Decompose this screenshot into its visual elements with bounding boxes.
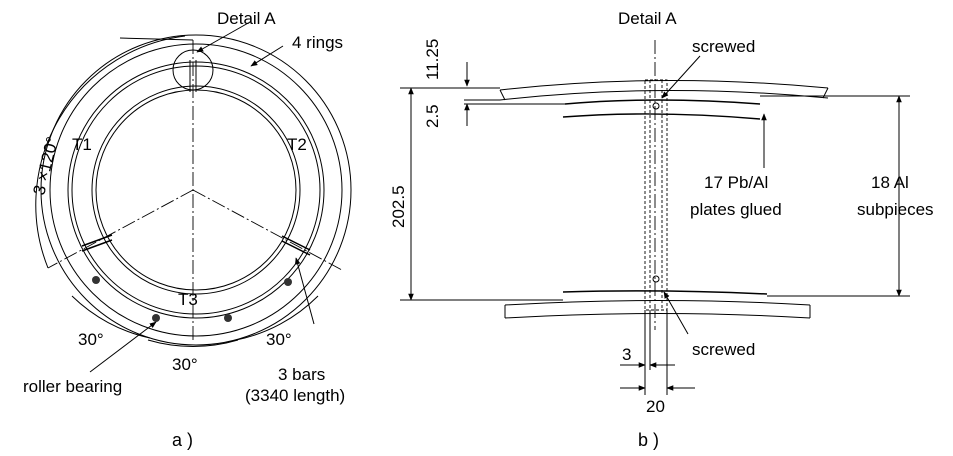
subpieces-label-1: 18 Al	[871, 173, 909, 192]
angle-arc-120	[35, 35, 186, 269]
angle-30-right: 30°	[266, 330, 292, 349]
centerline-left	[47, 189, 194, 269]
caption-b: b )	[638, 430, 659, 450]
screwed-top-label: screwed	[692, 37, 755, 56]
bottom-ring-outer	[504, 300, 811, 306]
plates-label-2: plates glued	[690, 200, 782, 219]
dim-20-label: 20	[646, 397, 665, 416]
bottom-ring-inner	[504, 313, 811, 319]
inner-tube-inner	[95, 89, 297, 291]
arc-30-right	[235, 295, 319, 341]
plate-top-2	[562, 113, 761, 120]
dim-3-label: 3	[622, 345, 631, 364]
leader-rings	[250, 45, 284, 67]
centerline-right	[192, 189, 343, 271]
panel-b-drawing	[400, 40, 910, 395]
dim-11-25-label: 11.25	[423, 39, 442, 80]
caption-a: a )	[172, 430, 193, 450]
panel-a-drawing	[35, 21, 352, 373]
arc-30-mid	[147, 339, 239, 347]
roller-bearing-1	[92, 276, 100, 284]
bar-right	[281, 235, 311, 251]
label-t1: T1	[72, 135, 92, 154]
inner-tube-outer	[91, 85, 301, 295]
ring-2	[49, 43, 343, 337]
bars-label-1: 3 bars	[278, 365, 325, 384]
leader-roller	[89, 321, 157, 373]
label-t2: T2	[287, 135, 307, 154]
angle-30-mid: 30°	[172, 355, 198, 374]
plate-top-1	[564, 99, 761, 105]
subpieces-label-2: subpieces	[857, 200, 934, 219]
detail-a-label-b: Detail A	[618, 9, 677, 28]
top-ring-outer	[499, 79, 829, 91]
bars-label-2: (3340 length)	[245, 386, 345, 405]
bar-left-2	[81, 239, 113, 252]
roller-bearing-3	[224, 314, 232, 322]
arc-30-left	[71, 295, 151, 339]
screwed-bottom-label: screwed	[692, 340, 755, 359]
leader-screwed-bottom	[663, 291, 689, 335]
screw-bottom	[652, 275, 660, 283]
top-ring-end-left	[499, 89, 506, 101]
bar-left	[81, 234, 113, 247]
label-t3: T3	[178, 290, 198, 309]
angle-arc-ext	[119, 37, 194, 41]
dim-2-5-label: 2.5	[423, 104, 442, 128]
detail-a-label-a: Detail A	[217, 9, 276, 28]
leader-screwed-top	[661, 55, 701, 99]
angle-30-left: 30°	[78, 330, 104, 349]
leader-bars	[294, 257, 315, 325]
bar-right-2	[281, 240, 311, 256]
plate-bottom	[562, 290, 768, 295]
screw-top	[652, 102, 660, 110]
ring-outer	[40, 34, 352, 346]
ring-4	[71, 65, 321, 315]
rings-label: 4 rings	[292, 33, 343, 52]
leader-detail-a	[196, 21, 251, 53]
angle-120-label: 3 ×120°	[29, 135, 62, 197]
dim-202-5-label: 202.5	[389, 185, 408, 228]
roller-bearing-4	[284, 278, 292, 286]
roller-bearing-2	[152, 314, 160, 322]
plates-label-1: 17 Pb/Al	[704, 173, 768, 192]
roller-bearing-label: roller bearing	[23, 377, 122, 396]
central-bar	[644, 79, 668, 311]
